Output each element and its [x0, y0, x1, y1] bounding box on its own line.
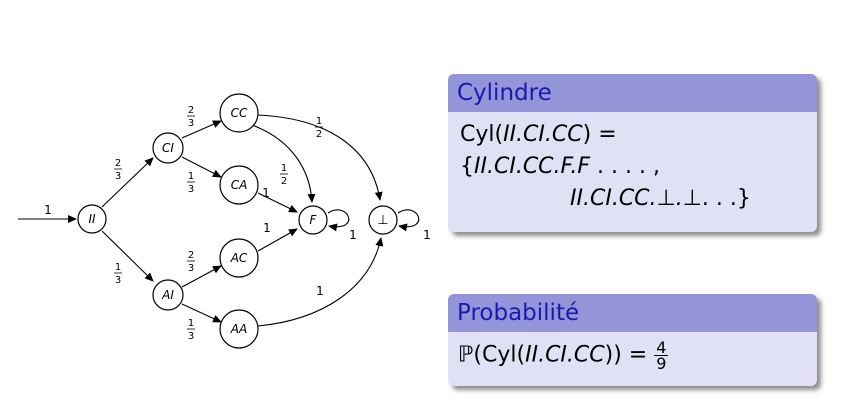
svg-text:3: 3	[188, 263, 194, 274]
svg-text:3: 3	[115, 275, 121, 286]
svg-text:2: 2	[316, 129, 322, 140]
cylinder-line-2: {II.CI.CC.F.F . . . . ,	[460, 154, 660, 179]
label-f-loop: 1	[349, 228, 357, 242]
node-bottom: ⊥	[368, 205, 398, 235]
edges	[18, 114, 420, 327]
edge-cc-f	[251, 124, 316, 203]
node-ci-label: CI	[162, 141, 174, 155]
probability-block-title: Probabilité	[448, 294, 817, 332]
svg-text:1: 1	[188, 318, 194, 329]
edge-bot-loop	[397, 209, 420, 232]
node-ca: CA	[219, 165, 259, 205]
label-ii-ci: 2 3	[114, 158, 122, 182]
cylinder-block-title: Cylindre	[448, 74, 817, 112]
node-f: F	[298, 205, 328, 235]
label-cc-bot: 1 2	[315, 116, 323, 140]
edge-f-loop	[327, 209, 350, 232]
node-cc: CC	[219, 93, 259, 133]
node-f-label: F	[310, 213, 318, 227]
cylinder-line-1: Cyl(II.CI.CC) =	[460, 122, 617, 147]
node-ii: II	[77, 204, 107, 234]
edge-cc-bot	[256, 114, 383, 201]
markov-chain-diagram: II CI AI CC CA AC AA F ⊥ 1 2 3	[18, 93, 431, 349]
svg-text:2: 2	[281, 176, 287, 187]
svg-text:3: 3	[188, 118, 194, 129]
label-bot-loop: 1	[423, 228, 431, 242]
svg-text:1: 1	[316, 116, 322, 127]
label-init: 1	[44, 203, 52, 217]
cylinder-block: Cylindre Cyl(II.CI.CC) = {II.CI.CC.F.F .…	[448, 74, 817, 232]
node-ac: AC	[219, 238, 259, 278]
edge-ac-f	[257, 228, 298, 252]
label-ca-f: 1	[262, 186, 270, 200]
svg-text:1: 1	[281, 163, 287, 174]
label-ac-f: 1	[263, 221, 271, 235]
edge-ci-ca	[181, 156, 222, 178]
probability-formula: ℙ(Cyl(II.CI.CC)) = 4 9	[458, 338, 669, 373]
svg-text:2: 2	[188, 105, 194, 116]
probability-block: Probabilité ℙ(Cyl(II.CI.CC)) = 4 9	[448, 294, 817, 386]
node-cc-label: CC	[231, 106, 248, 120]
node-ii-label: II	[88, 212, 96, 226]
svg-text:2: 2	[115, 158, 121, 169]
svg-text:3: 3	[115, 171, 121, 182]
edge-ca-f	[257, 192, 298, 213]
edge-labels: 1 2 3 1 3 2 3 1 3 2 3 1 3	[44, 105, 431, 342]
node-ac-label: AC	[230, 251, 248, 265]
label-ai-aa: 1 3	[187, 318, 195, 342]
node-ai: AI	[152, 279, 184, 311]
label-cc-f: 1 2	[280, 163, 288, 187]
svg-text:2: 2	[188, 250, 194, 261]
label-aa-bot: 1	[316, 284, 324, 298]
edge-ci-cc	[181, 120, 222, 139]
label-ii-ai: 1 3	[114, 262, 122, 286]
edge-aa-bot	[257, 237, 384, 327]
svg-text:3: 3	[188, 331, 194, 342]
cylinder-line-3: II.CI.CC.⊥.⊥. . .}	[570, 186, 751, 211]
node-aa-label: AA	[230, 322, 247, 336]
edge-ii-ci	[101, 157, 154, 208]
edge-ai-ac	[181, 265, 222, 288]
label-ci-ca: 1 3	[187, 171, 195, 195]
node-ai-label: AI	[161, 288, 174, 302]
svg-text:3: 3	[188, 184, 194, 195]
probability-fraction: 4 9	[654, 338, 669, 373]
label-ai-ac: 2 3	[187, 250, 195, 274]
node-ci: CI	[152, 132, 184, 164]
edge-ai-aa	[181, 303, 222, 323]
node-ca-label: CA	[231, 178, 248, 192]
node-aa: AA	[219, 309, 259, 349]
label-ci-cc: 2 3	[187, 105, 195, 129]
svg-text:1: 1	[188, 171, 194, 182]
edge-ii-ai	[101, 230, 154, 282]
node-bottom-label: ⊥	[377, 213, 388, 228]
svg-text:1: 1	[115, 262, 121, 273]
